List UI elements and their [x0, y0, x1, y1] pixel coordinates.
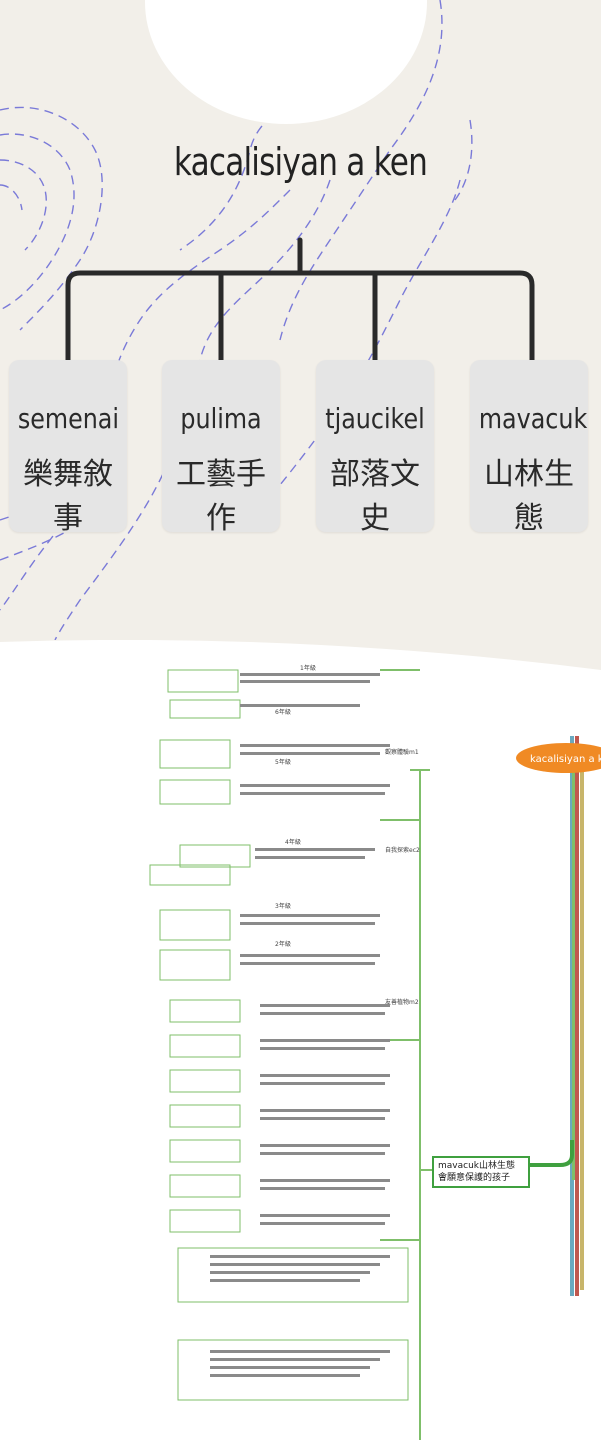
category-zh-label: 樂舞敘事 — [23, 457, 113, 536]
mindmap-image: kacalisiyan a ken mavacuk山林生態 會願意保護的孩子 自… — [0, 640, 601, 1440]
category-tree-connector — [65, 237, 535, 368]
category-card-mavacuk[interactable]: mavacuk 山林生態 — [470, 360, 588, 536]
mindmap-node-ec: 自我探索ec2 — [385, 846, 420, 854]
mavacuk-branch-sublabel: 會願意保護的孩子 — [438, 1171, 510, 1183]
mindmap-node-m2: 友善植物m2 — [385, 998, 419, 1006]
poster-header: kacalisiyan a ken semenai 樂舞敘事 pulima 工藝… — [0, 0, 601, 640]
grade-label: 5年級 — [275, 758, 291, 766]
grade-label: 2年級 — [275, 940, 291, 948]
mindmap-diagram: kacalisiyan a ken mavacuk山林生態 會願意保護的孩子 自… — [0, 640, 601, 1440]
category-zh-label: 部落文史 — [330, 457, 420, 536]
category-card-tjaucikel[interactable]: tjaucikel 部落文史 — [316, 360, 434, 536]
grade-label: 6年級 — [275, 708, 291, 716]
grade-label: 4年級 — [285, 838, 301, 846]
grade-label: 3年級 — [275, 902, 291, 910]
category-card-semenai[interactable]: semenai 樂舞敘事 — [9, 360, 127, 536]
category-en-label: pulima — [180, 402, 262, 435]
category-zh-label: 山林生態 — [484, 457, 574, 536]
category-en-label: tjaucikel — [325, 402, 425, 435]
page-title: kacalisiyan a ken — [173, 140, 428, 184]
mindmap-node-m1: 觀察體驗m1 — [385, 748, 419, 756]
category-en-label: semenai — [17, 402, 119, 435]
mavacuk-branch-label: mavacuk山林生態 — [438, 1159, 515, 1171]
category-card-pulima[interactable]: pulima 工藝手作 — [162, 360, 280, 536]
mindmap-center-label: kacalisiyan a ken — [530, 754, 601, 765]
category-zh-label: 工藝手作 — [176, 457, 266, 536]
category-en-label: mavacuk — [478, 402, 588, 435]
grade-label: 1年級 — [300, 664, 316, 672]
